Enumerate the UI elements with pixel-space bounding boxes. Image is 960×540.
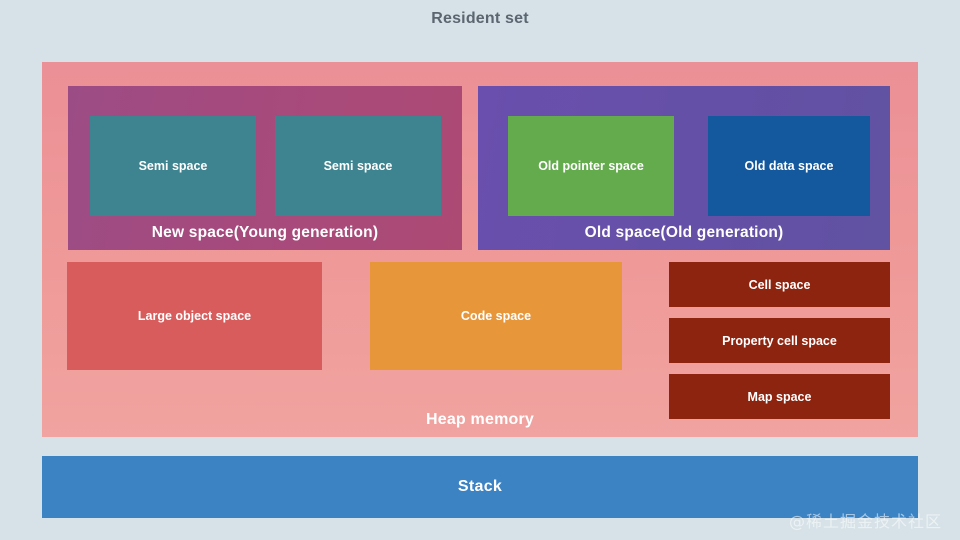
- semi-space-box-2: Semi space: [275, 116, 441, 216]
- old-pointer-space-box: Old pointer space: [508, 116, 674, 216]
- page-title: Resident set: [431, 10, 529, 27]
- heap-memory-label: Heap memory: [425, 411, 535, 428]
- old-data-space-box: Old data space: [708, 116, 870, 216]
- heap-memory-container: Semi space Semi space New space(Young ge…: [42, 62, 918, 437]
- watermark: @稀土掘金技术社区: [788, 512, 942, 531]
- semi-space-box-1: Semi space: [90, 116, 256, 216]
- large-object-space-box: Large object space: [67, 262, 322, 370]
- code-space-box: Code space: [370, 262, 622, 370]
- old-space-label: Old space(Old generation): [584, 224, 784, 241]
- old-space-box: Old pointer space Old data space Old spa…: [478, 86, 890, 250]
- new-space-label: New space(Young generation): [151, 224, 379, 241]
- cell-space-box: Cell space: [669, 262, 890, 307]
- small-spaces-column: Cell space Property cell space Map space: [669, 262, 890, 419]
- generation-row: Semi space Semi space New space(Young ge…: [42, 62, 918, 437]
- new-space-box: Semi space Semi space New space(Young ge…: [68, 86, 462, 250]
- map-space-box: Map space: [669, 374, 890, 419]
- stack-bar: Stack: [42, 456, 918, 518]
- property-cell-space-box: Property cell space: [669, 318, 890, 363]
